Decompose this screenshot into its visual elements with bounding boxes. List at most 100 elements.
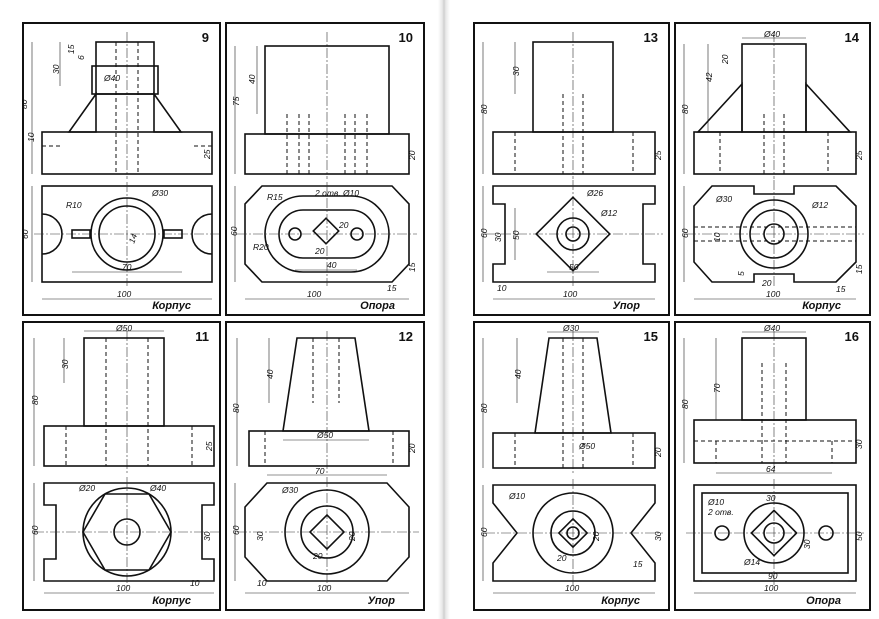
dim-label: Ø12 [811,200,828,210]
panel-number: 11 [195,329,209,344]
dim-label: 20 [314,246,325,256]
drawing-panel-13: 13 Упор 30 80 25 Ø26 Ø12 50 30 [473,22,670,316]
technical-drawing: 30 80 25 Ø26 Ø12 50 30 60 50 10 100 [479,32,663,300]
panel-title: Корпус [152,595,191,607]
dim-label: 20 [653,447,663,458]
technical-drawing: 80 30 15 6 Ø40 10 25 R10 Ø30 14 60 70 [24,32,219,300]
dim-label: Ø40 [149,483,166,493]
technical-drawing: 75 40 20 R15 2 отв. Ø10 R20 20 20 40 60 … [229,32,417,300]
panel-title: Упор [612,300,640,312]
dim-label: R15 [267,192,283,202]
dim-label: Ø30 [562,323,579,333]
technical-drawing: Ø40 70 80 30 64 Ø10 2 отв. 30 [680,323,864,594]
dim-label: R20 [253,242,269,252]
dim-label: 100 [565,583,579,593]
dim-label: 30 [202,531,212,541]
dim-label: Ø40 [103,73,120,83]
dim-label: 100 [766,289,780,299]
dim-label: 80 [30,395,40,405]
dim-label: 60 [231,525,241,535]
dim-label: 10 [497,283,507,293]
dim-label: Ø10 [707,497,724,507]
dim-label: 100 [764,583,778,593]
dim-label: 30 [802,539,812,549]
dim-label: Ø20 [78,483,95,493]
dim-label: 20 [338,220,349,230]
dim-label: 50 [511,230,521,240]
dim-label: 100 [307,289,321,299]
dim-label: 5 [736,271,746,276]
dim-label: 10 [26,132,36,142]
panel-number: 14 [844,30,859,45]
dim-label: 15 [836,284,846,294]
dim-label: 80 [231,403,241,413]
drawing-panel-14: 14 Корпус Ø40 20 42 80 25 Ø30 [674,22,871,316]
dim-label: 20 [407,443,417,454]
dim-label: 10 [257,578,267,588]
dim-label: 70 [712,383,722,393]
dim-label: 60 [680,228,690,238]
dim-label: Ø30 [715,194,732,204]
dim-label: 40 [247,74,257,84]
dim-label: 60 [229,226,239,236]
book-gutter [438,0,450,619]
dim-label: 30 [51,64,61,74]
dim-label: Ø26 [586,188,603,198]
dim-label: 15 [407,262,417,272]
dim-label: 50 [854,531,864,541]
dim-label: Ø50 [115,323,132,333]
dim-label: 15 [854,264,864,274]
dim-label: 30 [854,439,864,449]
panel-number: 16 [844,329,859,344]
dim-label: 30 [493,232,503,242]
dim-label: Ø14 [743,557,760,567]
dim-label: 20 [556,553,567,563]
panel-title: Упор [367,595,395,607]
dim-label: 80 [479,403,489,413]
dim-label: 10 [190,578,200,588]
panel-number: 13 [643,30,658,45]
dim-label: Ø50 [316,430,333,440]
dim-label: Ø10 [508,491,525,501]
panel-number: 15 [643,329,658,344]
dim-label: 20 [312,551,323,561]
dim-label: 80 [24,99,29,109]
dim-label: 30 [511,66,521,76]
drawing-panel-11: 11 Корпус Ø50 30 80 25 Ø20 Ø40 60 [22,321,221,611]
dim-label: 64 [766,464,776,474]
dim-label: 80 [479,104,489,114]
panel-number: 12 [398,329,413,344]
dim-label: 25 [202,149,212,160]
dim-label: 15 [387,283,397,293]
dim-label: 30 [766,493,776,503]
technical-drawing: Ø50 30 80 25 Ø20 Ø40 60 30 10 100 [30,323,219,594]
dim-label: 14 [126,232,139,245]
dim-label: R10 [66,200,82,210]
dim-label: 15 [66,44,76,54]
technical-drawing: Ø30 40 80 Ø50 20 Ø10 60 30 20 20 15 [479,323,663,594]
technical-drawing: 40 80 Ø50 20 70 Ø30 60 30 20 20 10 100 [231,331,419,594]
dim-label: 15 [633,559,643,569]
dim-label: 20 [407,150,417,161]
drawing-panel-15: 15 Корпус Ø30 40 80 Ø50 20 Ø10 [473,321,670,611]
drawing-panel-12: 12 Упор 40 80 Ø50 20 70 Ø30 60 [225,321,425,611]
dim-label: 30 [255,531,265,541]
dim-label: Ø30 [281,485,298,495]
drawing-panel-9: 9 Корпус 80 30 15 6 Ø40 10 25 [22,22,221,316]
dim-label: 100 [563,289,577,299]
dim-label: 70 [122,262,132,272]
dim-label: 20 [720,54,730,65]
dim-label: 40 [513,369,523,379]
dim-label: 90 [768,571,778,581]
dim-label: Ø30 [151,188,168,198]
dim-label: 60 [30,525,40,535]
dim-label: 10 [712,232,722,242]
dim-label: 60 [479,228,489,238]
dim-label: 6 [76,55,86,60]
panel-title: Корпус [802,300,841,312]
dim-label: 30 [653,531,663,541]
dim-label: 25 [854,150,864,161]
drawing-panel-16: 16 Опора Ø40 70 80 30 64 [674,321,871,611]
panel-title: Опора [360,300,395,312]
